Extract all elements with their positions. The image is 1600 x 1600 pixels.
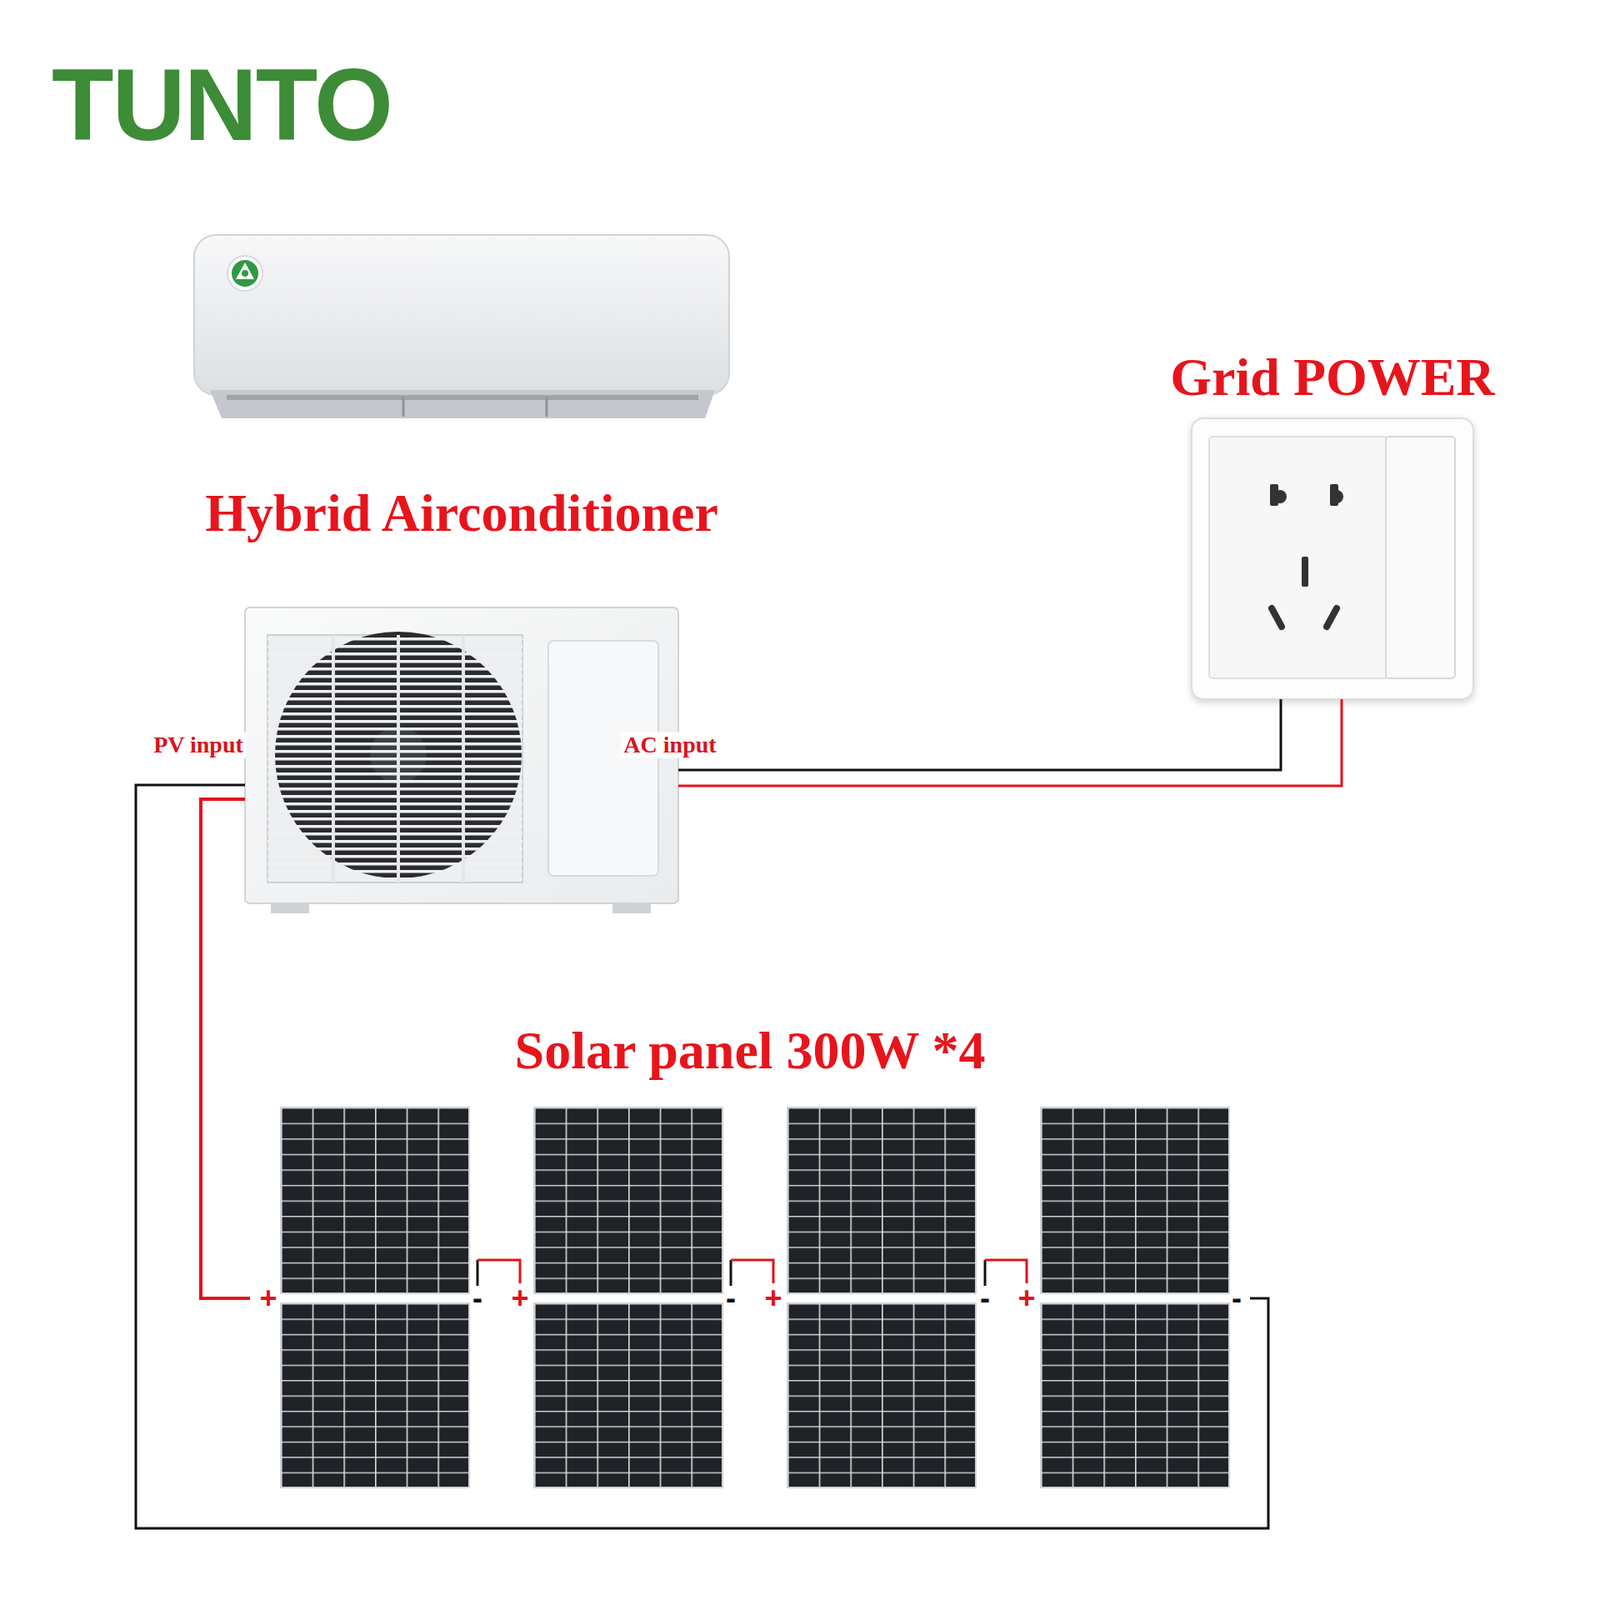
polarity-sign: +: [259, 1283, 277, 1314]
connector-wire: [678, 699, 1342, 786]
polarity-sign: +: [764, 1283, 782, 1314]
solar-panels: [1040, 1107, 1230, 1294]
solar-panels: [280, 1107, 470, 1294]
indoor-unit: [402, 396, 405, 417]
node-heading: Solar panel 300W *4: [515, 1020, 986, 1082]
indoor-unit: [227, 255, 263, 291]
indoor-unit: [226, 395, 699, 400]
indoor-unit: [241, 270, 249, 277]
outdoor-unit: Hybrid Airconditioner: [245, 607, 679, 904]
polarity-sign: -: [1231, 1283, 1242, 1314]
solar-panels: [280, 1303, 470, 1488]
solar-panels: [787, 1303, 976, 1488]
series-jumpers: [730, 1260, 774, 1284]
wall-socket-drawing: [1330, 484, 1339, 506]
node-heading: Hybrid Airconditioner: [205, 482, 719, 545]
wall-socket-drawing: [1270, 484, 1279, 506]
solar-panels: [787, 1107, 976, 1294]
wall-socket-drawing: [1209, 436, 1388, 679]
solar-panels: [1040, 1303, 1230, 1488]
polarity-sign: +: [1017, 1283, 1035, 1314]
polarity-sign: -: [725, 1283, 736, 1314]
outdoor-unit-drawing: [275, 631, 522, 879]
series-jumpers: [477, 1260, 1027, 1286]
heading-holder: Grid POWER: [1170, 346, 1495, 409]
wall-socket-drawing: [1301, 556, 1309, 587]
series-jumpers: [985, 1260, 1027, 1284]
node-heading: Grid POWER: [1170, 346, 1495, 409]
wire-label: AC input: [620, 732, 719, 759]
wire-label-holder: PV input: [150, 732, 246, 759]
outdoor-unit-drawing: [267, 635, 523, 883]
polarity-sign: -: [980, 1283, 990, 1314]
connector-wire: [200, 799, 250, 1299]
series-jumpers: [984, 1260, 987, 1286]
polarity-sign-holder: +: [510, 1283, 529, 1314]
solar-panels: [534, 1107, 723, 1294]
polarity-sign-holder: -: [472, 1283, 483, 1314]
solar-array: Solar panel 300W *4: [250, 1107, 1250, 1488]
wall-socket-drawing: [1273, 490, 1287, 504]
series-jumpers: [476, 1260, 480, 1286]
polarity-sign-holder: +: [764, 1283, 782, 1314]
heading-holder: Solar panel 300W *4: [515, 1020, 986, 1082]
polarity-sign-holder: -: [980, 1283, 990, 1314]
outdoor-unit-drawing: [270, 903, 310, 914]
solar-panels: [534, 1303, 723, 1488]
outdoor-unit-drawing: [548, 640, 659, 876]
polarity-sign-holder: -: [1231, 1283, 1242, 1314]
wire-label: PV input: [150, 732, 246, 759]
polarity-sign: +: [510, 1283, 529, 1314]
outdoor-unit-drawing: [612, 903, 651, 914]
series-jumpers: [730, 1260, 733, 1286]
wall-socket-drawing: [1330, 490, 1344, 504]
outdoor-unit-drawing: [267, 635, 523, 883]
outdoor-unit-drawing: [245, 607, 679, 914]
indoor-unit: [194, 235, 730, 419]
outdoor-unit-drawing: [245, 607, 679, 904]
outdoor-unit-drawing: [370, 726, 427, 784]
polarity-sign: -: [472, 1283, 483, 1314]
indoor-unit: [231, 260, 259, 287]
polarity-sign-holder: +: [1017, 1283, 1035, 1314]
logo-text-holder: TUNTO: [51, 54, 392, 156]
polarity-sign-holder: -: [725, 1283, 736, 1314]
logo-text: TUNTO: [51, 54, 392, 156]
wall-socket-drawing: [1191, 418, 1474, 700]
outdoor-unit-drawing: [461, 635, 465, 883]
wall-socket-drawing: [1326, 608, 1337, 627]
wall-socket: Grid POWER: [1191, 418, 1474, 700]
indoor-unit: [210, 390, 715, 419]
wire-label-holder: AC input: [620, 732, 719, 759]
series-jumpers: [477, 1260, 520, 1284]
indoor-unit: [194, 235, 730, 395]
heading-holder: Hybrid Airconditioner: [205, 482, 719, 545]
outdoor-unit-drawing: [331, 635, 335, 883]
indoor-unit: [545, 396, 549, 417]
indoor-unit: [235, 262, 255, 280]
polarity-sign-holder: +: [259, 1283, 277, 1314]
wall-socket-drawing: [1385, 436, 1455, 679]
connector-wire: [678, 699, 1281, 770]
outdoor-unit-drawing: [396, 635, 400, 883]
solar-panels: [280, 1107, 1230, 1488]
wall-socket-drawing: [1191, 418, 1474, 700]
connector-wire: [135, 785, 1269, 1529]
wall-socket-drawing: [1271, 608, 1282, 627]
